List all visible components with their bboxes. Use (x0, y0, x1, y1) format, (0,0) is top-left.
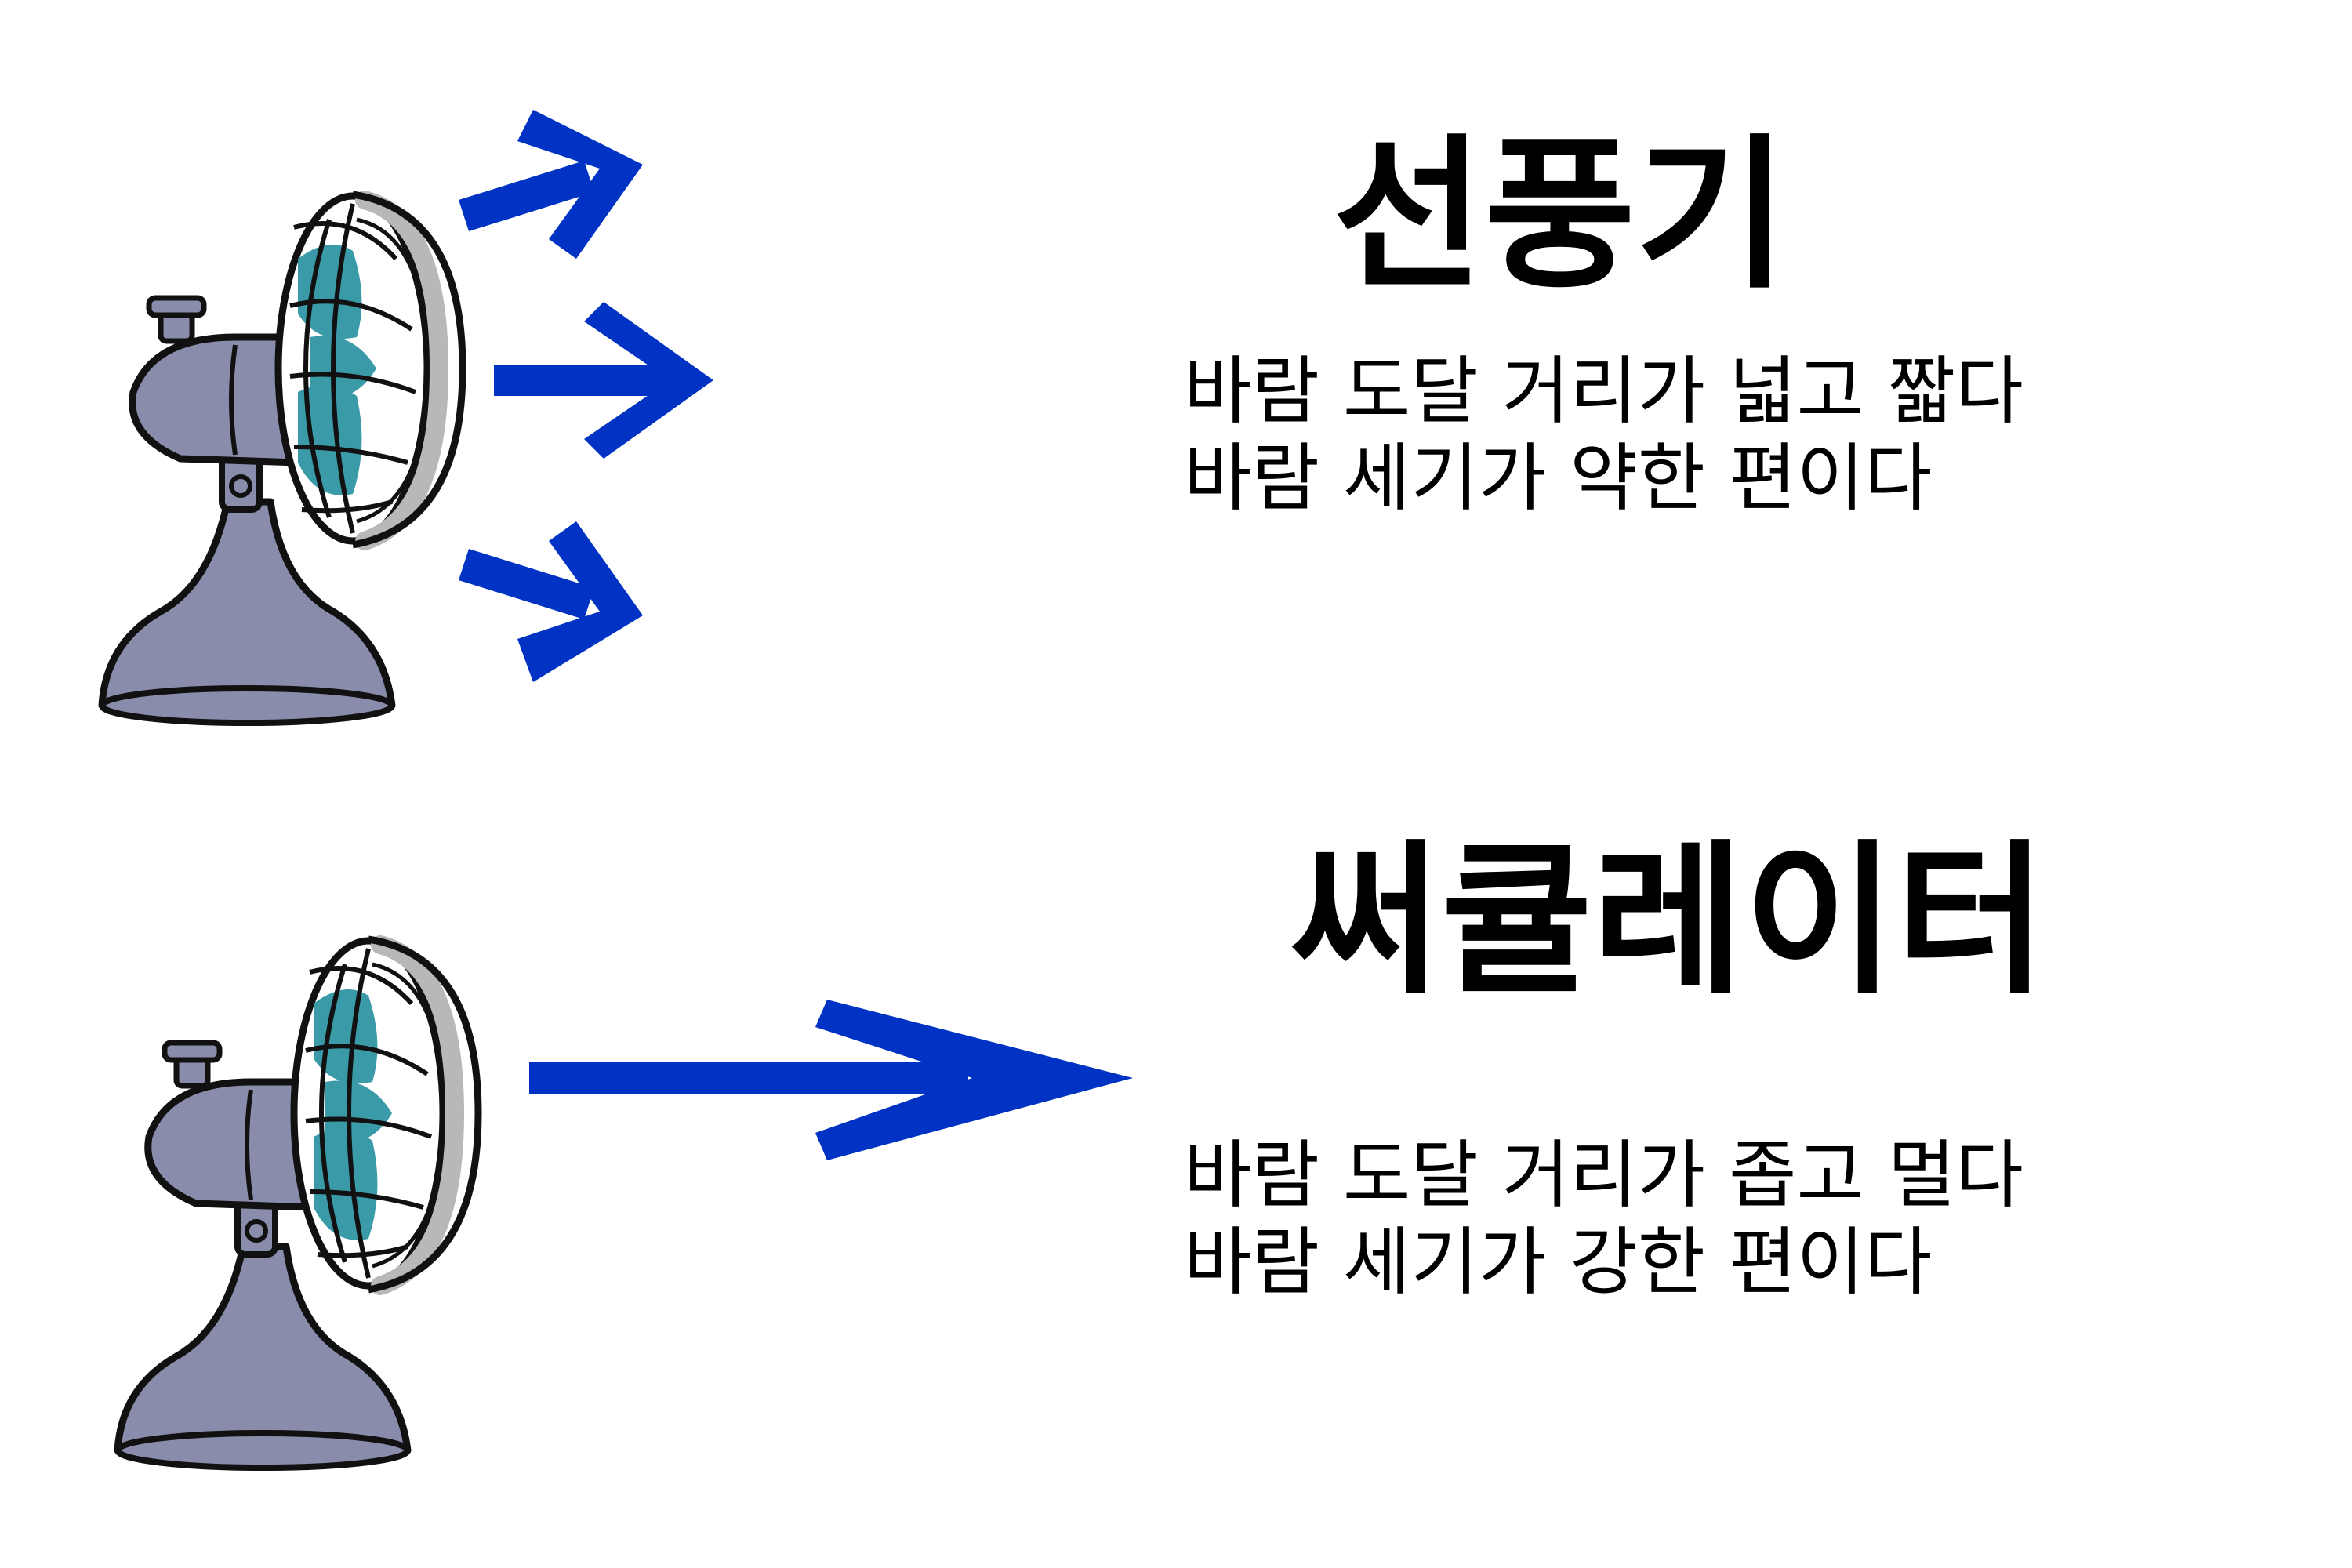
fan-title: 선풍기 (1333, 119, 1788, 311)
circulator-description-line: 바람 세기가 강한 편이다 (1184, 1219, 1933, 1305)
circulator-description-line: 바람 도달 거리가 좁고 멀다 (1184, 1133, 2024, 1218)
arrow-up-right-icon (459, 110, 643, 259)
fan-description: 바람 도달 거리가 넓고 짧다 바람 세기가 약한 편이다 (1184, 349, 2024, 523)
circulator-description: 바람 도달 거리가 좁고 멀다 바람 세기가 강한 편이다 (1184, 1133, 2024, 1307)
circulator-title: 써큘레이터 (1290, 825, 2048, 1017)
desk-fan-icon (118, 939, 478, 1468)
arrow-down-right-icon (459, 521, 643, 682)
fan-description-line: 바람 도달 거리가 넓고 짧다 (1184, 349, 2024, 434)
desk-fan-icon (102, 194, 463, 723)
arrow-right-icon (529, 1000, 1133, 1160)
arrow-right-icon (494, 302, 713, 459)
fan-description-line: 바람 세기가 약한 편이다 (1184, 435, 1933, 521)
spread-arrows (459, 110, 713, 682)
